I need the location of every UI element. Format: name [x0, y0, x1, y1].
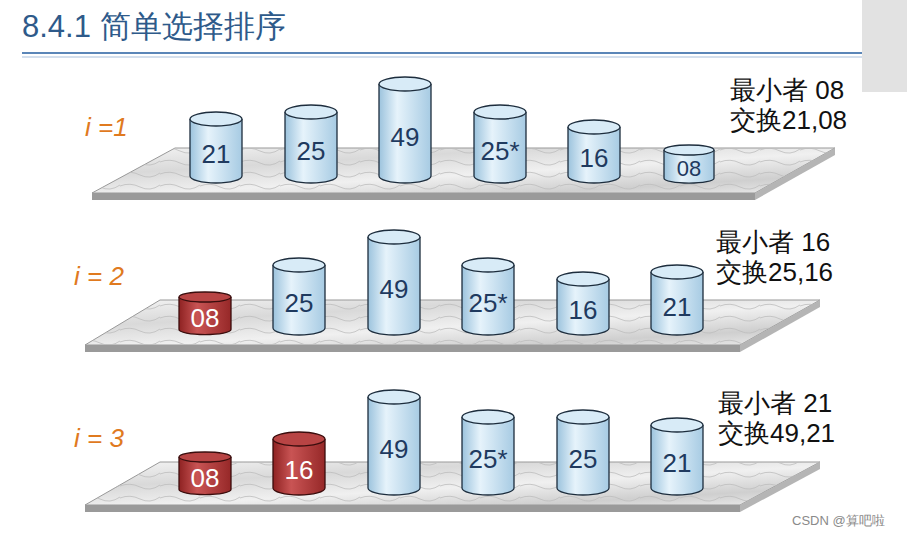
cylinder-node: 08 — [179, 292, 231, 335]
cylinder-node: 25* — [474, 105, 526, 183]
cylinder-value: 25 — [285, 289, 314, 318]
row-label: i =1 — [85, 113, 128, 142]
watermark: CSDN @算吧啦 — [792, 514, 885, 528]
step-note: 交换25,16 — [716, 258, 833, 287]
photo-corner — [862, 0, 907, 92]
cylinder-value: 16 — [580, 144, 609, 173]
cylinder-value: 25 — [297, 137, 326, 166]
cylinder-node: 25* — [462, 258, 514, 335]
cylinder-value: 08 — [191, 304, 220, 333]
cylinder-node: 21 — [190, 112, 242, 183]
cylinder-value: 21 — [663, 293, 692, 322]
cylinder-node: 16 — [557, 272, 609, 335]
cylinder-value: 16 — [569, 296, 598, 325]
row-label: i = 3 — [74, 424, 124, 453]
title-rule — [22, 52, 862, 54]
cylinder-node: 25 — [273, 258, 325, 335]
step-note: 最小者 21 — [718, 389, 832, 418]
cylinder-node: 21 — [651, 265, 703, 335]
cylinder-value: 25* — [468, 445, 507, 474]
platform — [85, 462, 820, 512]
cylinder-node: 49 — [368, 390, 420, 495]
cylinder-value: 16 — [285, 456, 314, 485]
cylinder-node: 25 — [557, 410, 609, 495]
cylinder-node: 08 — [664, 145, 714, 183]
cylinder-value: 21 — [202, 140, 231, 169]
cylinder-node: 25 — [285, 105, 337, 183]
cylinder-node: 49 — [368, 230, 420, 335]
cylinder-node: 25* — [462, 410, 514, 495]
step-note: 交换21,08 — [730, 106, 847, 135]
cylinder-value: 21 — [663, 449, 692, 478]
title: 8.4.1 简单选择排序 — [22, 6, 286, 48]
row-label: i = 2 — [74, 262, 124, 291]
cylinder-value: 25 — [569, 445, 598, 474]
cylinder-node: 16 — [568, 120, 620, 183]
cylinder-value: 49 — [380, 435, 409, 464]
cylinder-value: 25* — [480, 137, 519, 166]
cylinder-value: 25* — [468, 289, 507, 318]
cylinder-value: 49 — [391, 123, 420, 152]
cylinder-node: 08 — [179, 452, 231, 495]
cylinder-value: 08 — [677, 157, 701, 181]
step-note: 最小者 16 — [716, 228, 830, 257]
cylinder-value: 08 — [191, 464, 220, 493]
step-note: 交换49,21 — [718, 419, 835, 448]
cylinder-node: 16 — [273, 432, 325, 495]
title-rule — [22, 57, 862, 58]
platform — [85, 300, 820, 352]
cylinder-node: 49 — [379, 77, 431, 183]
cylinder-value: 49 — [380, 275, 409, 304]
cylinder-node: 21 — [651, 418, 703, 495]
step-note: 最小者 08 — [730, 76, 844, 105]
